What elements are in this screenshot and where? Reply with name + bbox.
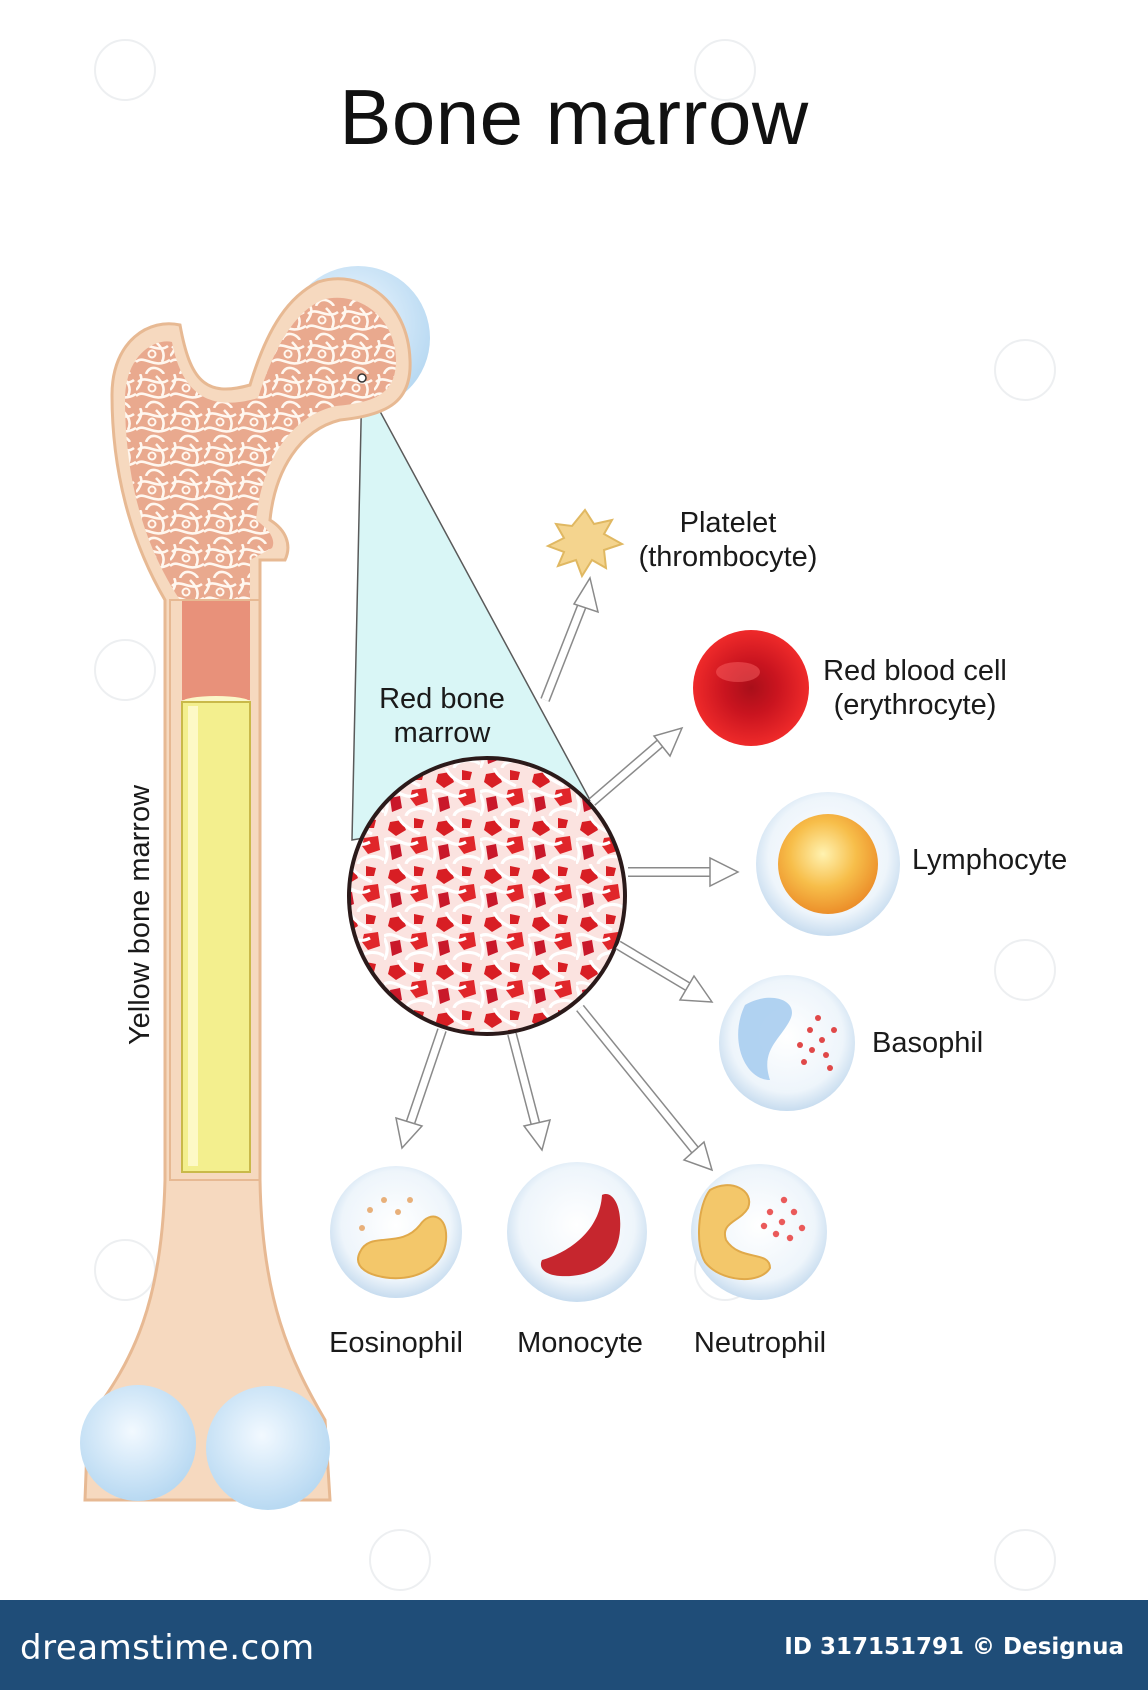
label-rbc-line1: Red blood cell [823, 655, 1007, 687]
arrow-to-rbc [588, 726, 684, 806]
arrow-to-neutrophil [576, 1004, 714, 1172]
zoom-point [357, 373, 367, 383]
femur [80, 266, 430, 1510]
lateral-condyle [80, 1385, 196, 1501]
label-red-blood-cell: Red blood cell (erythrocyte) [810, 654, 1020, 722]
footer-bar: dreamstime.com ID 317151791 © Designua [0, 1600, 1148, 1690]
arrow-to-eosinophil [395, 1028, 447, 1150]
arrows [395, 576, 740, 1172]
lymphocyte [756, 792, 900, 936]
basophil [719, 975, 855, 1111]
monocyte [507, 1162, 647, 1302]
eosinophil [330, 1166, 462, 1298]
spongy-bone-head [125, 297, 396, 600]
arrow-to-platelet [540, 576, 600, 702]
red-marrow-magnified [347, 756, 627, 1036]
label-platelet-line1: Platelet [679, 507, 777, 539]
label-platelet: Platelet (thrombocyte) [628, 506, 828, 574]
arrow-to-basophil [615, 940, 714, 1003]
platelet-cell [545, 508, 625, 579]
label-red-bone-marrow-line2: marrow [393, 717, 491, 749]
label-red-bone-marrow: Red bone marrow [372, 682, 512, 750]
footer-credit: ID 317151791 © Designua [784, 1634, 1124, 1660]
neutrophil [691, 1164, 827, 1300]
label-monocyte: Monocyte [517, 1327, 643, 1359]
label-platelet-line2: (thrombocyte) [638, 541, 818, 573]
footer-brand[interactable]: dreamstime.com [20, 1628, 315, 1668]
medullary-cavity [169, 599, 261, 1181]
label-neutrophil: Neutrophil [693, 1327, 827, 1359]
label-basophil: Basophil [872, 1027, 984, 1059]
label-yellow-bone-marrow: Yellow bone marrow [124, 784, 156, 1046]
label-rbc-line2: (erythrocyte) [833, 689, 997, 721]
yellow-marrow-highlight [188, 706, 198, 1166]
arrow-to-lymphocyte [628, 856, 740, 888]
red-blood-cell [693, 630, 809, 746]
red-marrow-band [182, 600, 250, 700]
label-red-bone-marrow-line1: Red bone [379, 683, 505, 715]
page-title: Bone marrow [339, 73, 809, 161]
label-lymphocyte: Lymphocyte [912, 844, 1068, 876]
medial-condyle [206, 1386, 330, 1510]
label-eosinophil: Eosinophil [329, 1327, 463, 1359]
arrow-to-monocyte [507, 1032, 552, 1152]
